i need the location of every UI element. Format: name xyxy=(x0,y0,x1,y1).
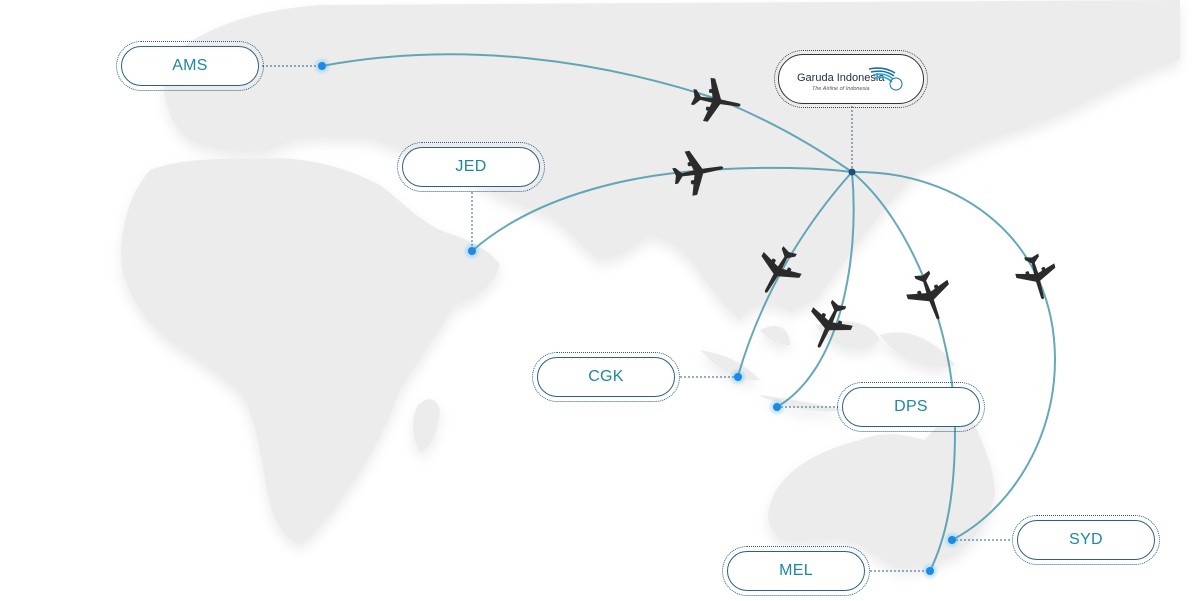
route-syd xyxy=(851,170,1057,541)
route-ams xyxy=(321,53,853,173)
airline-tagline: The Airline of Indonesia xyxy=(812,86,870,92)
airplane-icon xyxy=(1011,250,1063,305)
garuda-bird-logo-icon xyxy=(868,67,903,91)
airport-code: CGK xyxy=(588,368,624,385)
routes xyxy=(321,53,1057,572)
endpoint-dot-icon xyxy=(768,398,786,416)
endpoint-dot-icon xyxy=(921,562,939,580)
airline-name: Garuda Indonesia xyxy=(797,72,885,84)
airport-code: SYD xyxy=(1069,531,1103,548)
endpoint-dot-icon xyxy=(313,57,331,75)
airport-label-dps[interactable]: DPS xyxy=(837,382,985,432)
airport-label-syd[interactable]: SYD xyxy=(1012,515,1160,565)
route-cgk xyxy=(737,171,853,377)
airport-code: AMS xyxy=(172,57,208,74)
airplane-icon xyxy=(901,265,960,327)
airport-code: JED xyxy=(455,158,487,175)
route-jed xyxy=(471,166,853,252)
airport-label-ams[interactable]: AMS xyxy=(116,41,264,91)
airport-label-jed[interactable]: JED xyxy=(397,142,545,192)
airport-label-mel[interactable]: MEL xyxy=(722,546,870,596)
endpoints xyxy=(313,57,961,580)
garuda-indonesia-logo-badge[interactable]: Garuda Indonesia The Airline of Indonesi… xyxy=(774,50,928,108)
endpoint-dot-icon xyxy=(729,368,747,386)
world-landmass xyxy=(121,0,1180,569)
airport-code: MEL xyxy=(779,562,813,579)
endpoint-dot-icon xyxy=(463,242,481,260)
label-leaders xyxy=(262,65,1012,572)
airport-code: DPS xyxy=(894,398,928,415)
hub-dot-icon xyxy=(848,168,856,176)
endpoint-dot-icon xyxy=(943,531,961,549)
airport-label-cgk[interactable]: CGK xyxy=(532,352,680,402)
